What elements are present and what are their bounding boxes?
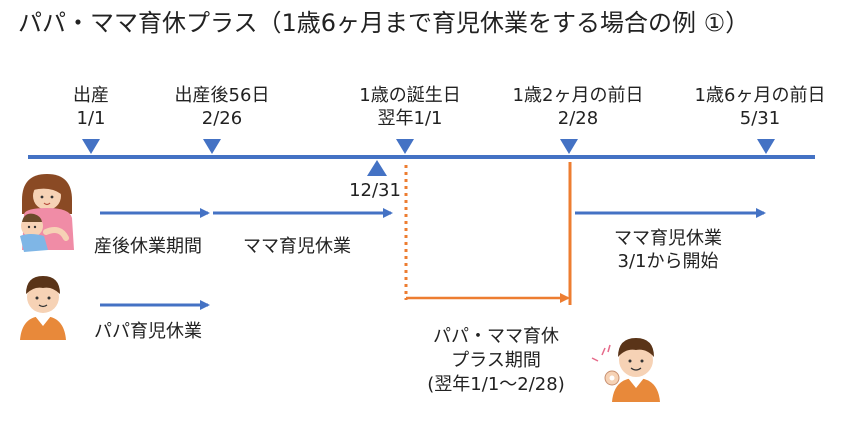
marker-date-dec31: 12/31 [349,180,401,201]
plus-period-label-1: パパ・ママ育休 [433,326,559,347]
marker-label-1y6m: 1歳6ヶ月の前日 [694,85,826,106]
marker-date-birth: 1/1 [76,108,106,129]
marker-1y2m [560,139,578,154]
plus-period-label-3: (翌年1/1〜2/28) [427,374,565,395]
marker-1y6m [757,139,775,154]
marker-date-day56: 2/26 [201,108,243,129]
page-title: パパ・ママ育休プラス（1歳6ヶ月まで育児休業をする場合の例 ①） [18,9,750,37]
father-icon [20,276,66,340]
mama-restart-label: ママ育児休業 [614,228,722,249]
marker-date-1y6m: 5/31 [739,108,781,129]
marker-first-birthday [396,139,414,154]
mother-with-baby-icon [20,174,74,252]
postpartum-leave-label: 産後休業期間 [94,236,202,257]
marker-label-1y2m: 1歳2ヶ月の前日 [512,85,644,106]
marker-birth [82,139,100,154]
marker-day56 [203,139,221,154]
mama-childcare-label: ママ育児休業 [243,236,351,257]
marker-label-birth: 出産 [73,85,109,106]
father-ok-sign-icon [591,338,660,402]
marker-date-1y2m: 2/28 [557,108,599,129]
marker-label-first-birthday: 1歳の誕生日 [359,85,461,106]
papa-childcare-label: パパ育児休業 [94,321,202,342]
marker-dec31 [367,160,387,176]
marker-date-first-birthday: 翌年1/1 [377,108,443,129]
marker-label-day56: 出産後56日 [174,85,270,106]
plus-period-label-2: プラス期間 [451,350,541,371]
mama-restart-date: 3/1から開始 [617,251,719,272]
